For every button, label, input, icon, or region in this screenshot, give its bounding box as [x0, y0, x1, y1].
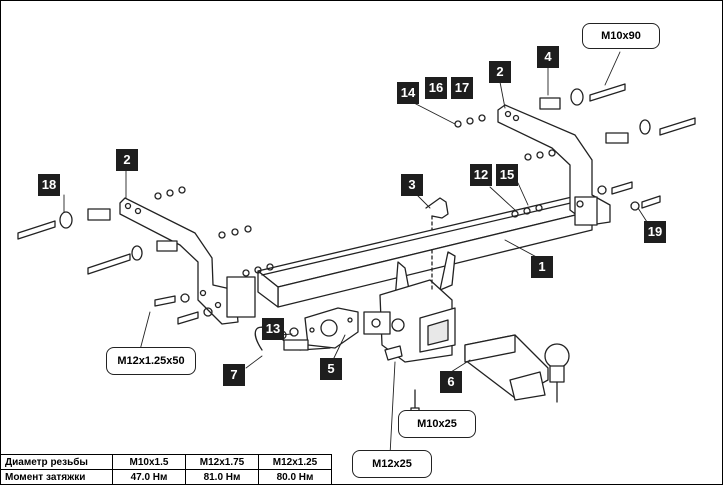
part-badge-1: 1 [531, 256, 553, 278]
torque-m12-125: 80.0 Нм [258, 469, 332, 485]
part-badge-12: 12 [470, 164, 492, 186]
right-bracket [497, 104, 611, 226]
callout-m12x25: M12x25 [352, 450, 432, 478]
hitch-receiver [379, 249, 456, 363]
socket-plate [304, 307, 391, 349]
spring-clip [425, 197, 449, 231]
part-badge-15: 15 [496, 164, 518, 186]
part-badge-19: 19 [644, 221, 666, 243]
torque-m12-175: 81.0 Нм [185, 469, 259, 485]
torque-table: Диаметр резьбы M10x1.5 M12x1.75 M12x1.25… [0, 454, 332, 485]
part-badge-16: 16 [425, 77, 447, 99]
part-badge-18: 18 [38, 174, 60, 196]
ball-mount [464, 334, 570, 403]
part-badge-2-right: 2 [489, 61, 511, 83]
part-badge-4: 4 [537, 46, 559, 68]
thread-m10: M10x1.5 [112, 454, 186, 470]
torque-table-row-torque: Момент затяжки 47.0 Нм 81.0 Нм 80.0 Нм [0, 469, 332, 485]
part-badge-6: 6 [440, 371, 462, 393]
thread-m12-125: M12x1.25 [258, 454, 332, 470]
torque-table-row-thread: Диаметр резьбы M10x1.5 M12x1.75 M12x1.25 [0, 454, 332, 470]
part-badge-2-left: 2 [116, 149, 138, 171]
torque-header: Момент затяжки [0, 469, 113, 485]
part-badge-5: 5 [320, 358, 342, 380]
callout-m10x90: M10x90 [582, 23, 660, 49]
part-badge-3: 3 [401, 174, 423, 196]
part-badge-14: 14 [397, 82, 419, 104]
callout-m10x25: M10x25 [398, 410, 476, 438]
thread-diameter-header: Диаметр резьбы [0, 454, 113, 470]
leader-lines [63, 51, 648, 456]
thread-m12-175: M12x1.75 [185, 454, 259, 470]
part-badge-13: 13 [262, 318, 284, 340]
torque-m10: 47.0 Нм [112, 469, 186, 485]
left-bracket [119, 197, 256, 325]
crossbar [257, 196, 593, 308]
part-badge-7: 7 [223, 364, 245, 386]
part-badge-17: 17 [451, 77, 473, 99]
callout-m12x125x50: M12x1.25x50 [106, 347, 196, 375]
